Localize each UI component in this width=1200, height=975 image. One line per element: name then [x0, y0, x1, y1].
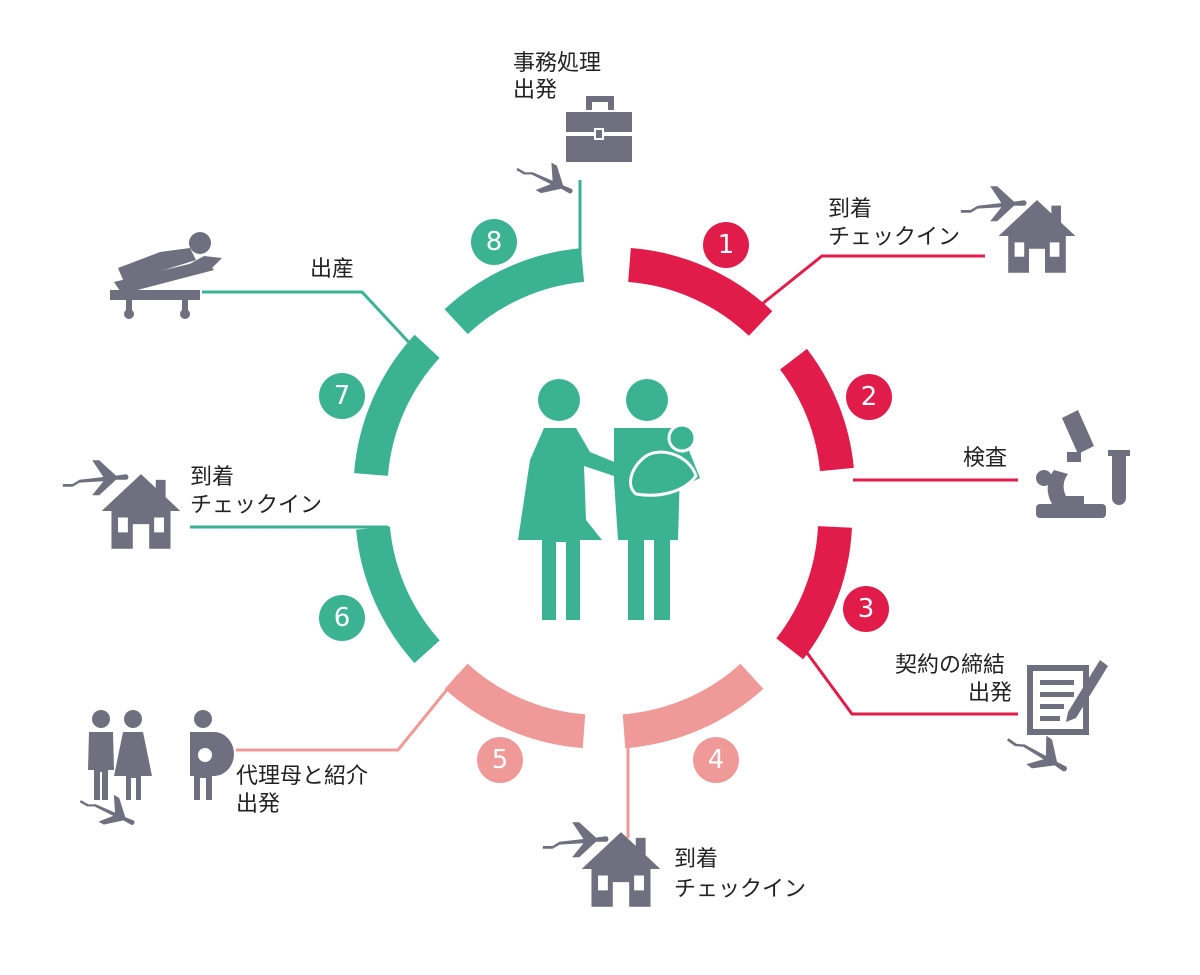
step-label-5: 代理母と紹介 出発: [236, 764, 375, 817]
step-label-7-line-1: 出産: [310, 257, 354, 282]
step-label-6-line-2: チェックイン: [190, 493, 322, 518]
step-badge-3: 3: [843, 586, 889, 632]
step-badge-5: 5: [477, 737, 523, 783]
step-label-6-line-1: 到着: [190, 465, 234, 490]
house-icon: [998, 200, 1076, 273]
step-number-8: 8: [486, 227, 503, 257]
connector-1: [751, 254, 985, 314]
briefcase-icon: [566, 96, 632, 162]
step-label-8: 事務処理 出発: [513, 51, 608, 103]
step-label-1: 到着 チェックイン: [828, 197, 960, 250]
step-label-4: 到着 チェックイン: [674, 847, 806, 902]
step-number-2: 2: [861, 382, 878, 412]
connector-5: [236, 675, 460, 752]
step-label-3-line-1: 契約の締結: [895, 653, 1005, 678]
step-number-3: 3: [858, 594, 875, 624]
step-label-7: 出産: [310, 257, 354, 282]
step-label-1-line-1: 到着: [828, 197, 872, 222]
woman-icon: [114, 710, 152, 800]
step-number-5: 5: [492, 745, 509, 775]
step-badge-6: 6: [319, 595, 365, 641]
step-badge-7: 7: [319, 373, 365, 419]
step-label-3-line-2: 出発: [968, 681, 1012, 706]
hospital-bed-icon: [110, 232, 222, 319]
step-label-8-line-1: 事務処理: [513, 51, 601, 76]
step-label-3: 契約の締結 出発: [895, 653, 1012, 706]
connector-3: [800, 645, 1018, 716]
step-number-7: 7: [334, 381, 351, 411]
airplane-icon: [76, 781, 142, 838]
ring-segment-4: [622, 663, 764, 749]
family-with-baby-icon: [518, 379, 700, 620]
step-label-8-line-2: 出発: [513, 78, 557, 103]
step-label-4-line-2: チェックイン: [674, 877, 806, 902]
ring-segment-5: [444, 663, 586, 749]
connector-7: [202, 290, 432, 367]
airplane-icon: [542, 822, 609, 858]
pen-icon: [1066, 660, 1108, 722]
ring-segment-6: [356, 526, 440, 664]
step-badge-8: 8: [471, 219, 517, 265]
airplane-icon: [1002, 718, 1077, 786]
step-badges: 1 2 3 4 5 6 7 8: [319, 219, 892, 783]
house-icon: [101, 474, 181, 549]
step-badge-2: 2: [846, 374, 892, 420]
step-label-1-line-2: チェックイン: [828, 225, 960, 250]
step-label-5-line-1: 代理母と紹介: [236, 764, 368, 789]
step-labels: 到着 チェックイン 検査 契約の締結 出発 到着 チェックイン 代理母と紹介 出…: [190, 51, 1012, 902]
step-label-2: 検査: [963, 446, 1007, 471]
ring-segment-7: [354, 334, 440, 477]
ring-segment-1: [627, 248, 773, 337]
step-label-4-line-1: 到着: [674, 847, 718, 872]
ring-segment-3: [776, 525, 852, 660]
icons: [62, 96, 1130, 907]
man-icon: [88, 710, 114, 800]
step-number-6: 6: [334, 603, 351, 633]
connector-lines: [190, 180, 1018, 838]
ring: [354, 248, 854, 749]
document-icon: [1027, 665, 1089, 735]
pregnant-woman-icon: [190, 710, 234, 800]
step-label-6: 到着 チェックイン: [190, 465, 322, 518]
step-badge-1: 1: [703, 222, 749, 268]
step-label-5-line-2: 出発: [236, 792, 280, 817]
test-tube-icon: [1108, 450, 1130, 505]
airplane-icon: [62, 460, 129, 496]
step-label-2-line-1: 検査: [963, 446, 1007, 471]
ring-segment-2: [779, 348, 854, 472]
step-number-1: 1: [718, 230, 735, 260]
ring-segment-8: [444, 248, 585, 335]
microscope-icon: [1036, 410, 1106, 518]
airplane-icon: [960, 186, 1027, 222]
step-number-4: 4: [708, 745, 725, 775]
step-badge-4: 4: [693, 737, 739, 783]
